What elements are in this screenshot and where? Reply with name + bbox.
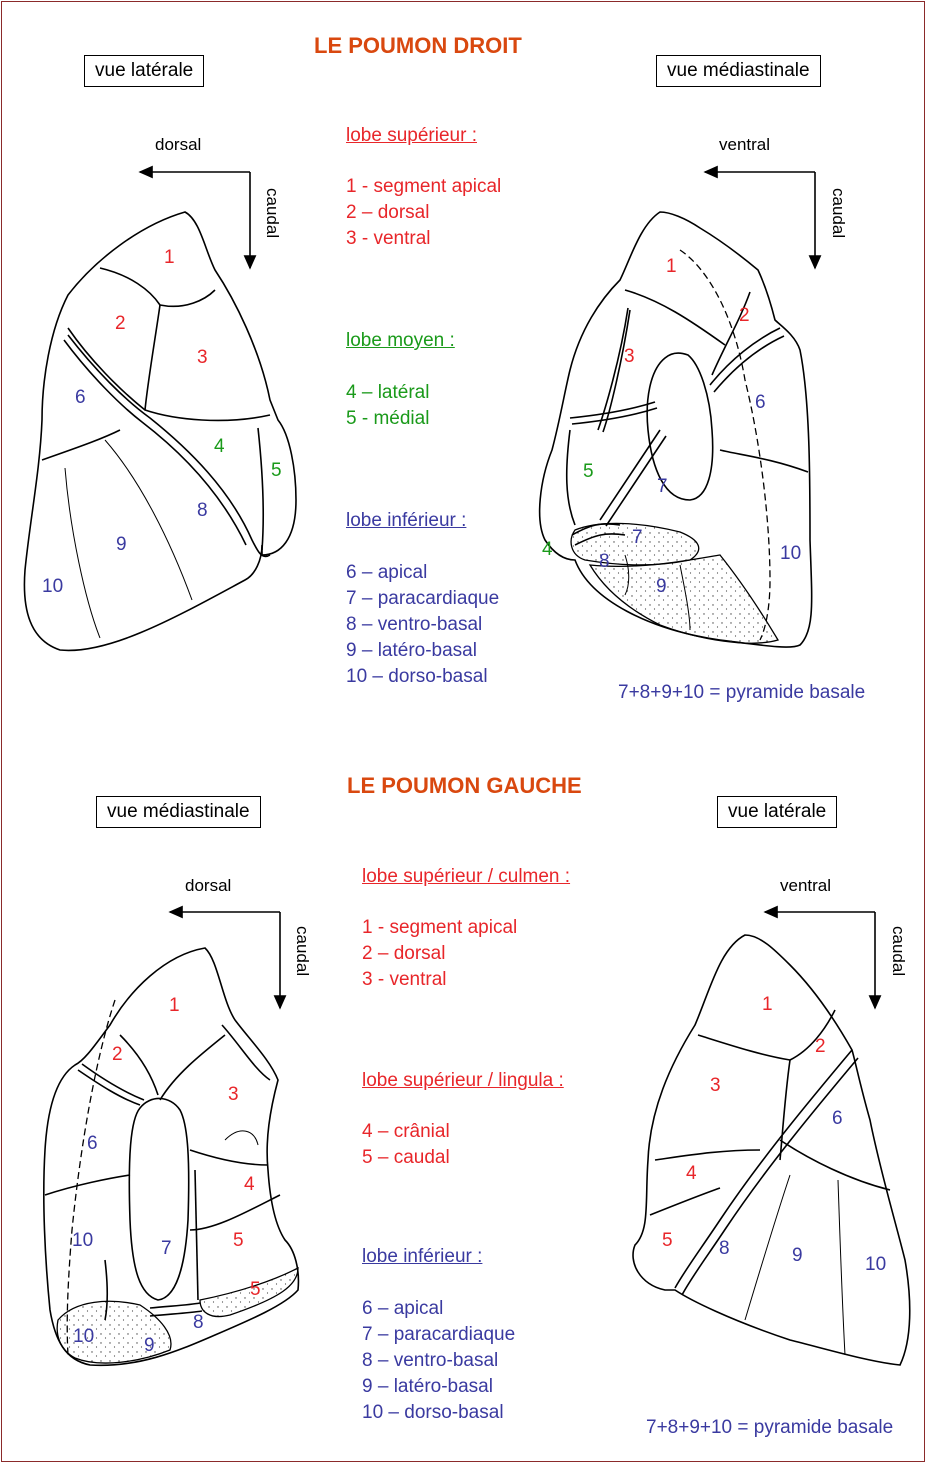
right-lower-lobe-header: lobe inférieur : bbox=[346, 508, 466, 534]
left-pyramid-note: 7+8+9+10 = pyramide basale bbox=[646, 1415, 893, 1441]
left-lateral-ventral-label: ventral bbox=[780, 876, 831, 896]
left-lingula-item-2: 5 – caudal bbox=[362, 1145, 450, 1171]
right-upper-item-2: 2 – dorsal bbox=[346, 200, 429, 226]
segment-label: 2 bbox=[115, 313, 126, 335]
segment-label: 10 bbox=[72, 1230, 93, 1252]
segment-label: 1 bbox=[164, 247, 175, 269]
left-mediastinal-dorsal-label: dorsal bbox=[185, 876, 231, 896]
segment-label: 3 bbox=[710, 1075, 721, 1097]
left-mediastinal-caudal-label: caudal bbox=[292, 926, 312, 976]
segment-label: 10 bbox=[42, 576, 63, 598]
segment-label: 4 bbox=[686, 1163, 697, 1185]
segment-label: 6 bbox=[75, 387, 86, 409]
right-middle-lobe-header: lobe moyen : bbox=[346, 328, 455, 354]
segment-label: 8 bbox=[193, 1312, 204, 1334]
left-lower-item-1: 6 – apical bbox=[362, 1296, 443, 1322]
segment-label: 10 bbox=[865, 1254, 886, 1276]
right-lung-lateral-view-label: vue latérale bbox=[84, 55, 204, 87]
right-lung-mediastinal-view-label: vue médiastinale bbox=[656, 55, 821, 87]
segment-label: 5 bbox=[583, 461, 594, 483]
left-culmen-header: lobe supérieur / culmen : bbox=[362, 864, 570, 890]
segment-label: 3 bbox=[624, 346, 635, 368]
segment-label: 8 bbox=[197, 500, 208, 522]
segment-label: 1 bbox=[666, 256, 677, 278]
left-lower-lobe-header: lobe inférieur : bbox=[362, 1244, 482, 1270]
segment-label: 9 bbox=[656, 576, 667, 598]
segment-label: 6 bbox=[755, 392, 766, 414]
segment-label: 9 bbox=[116, 534, 127, 556]
left-culmen-item-2: 2 – dorsal bbox=[362, 941, 445, 967]
segment-label: 6 bbox=[87, 1133, 98, 1155]
segment-label: 4 bbox=[244, 1174, 255, 1196]
right-lower-item-2: 7 – paracardiaque bbox=[346, 586, 499, 612]
segment-label: 5 bbox=[233, 1230, 244, 1252]
segment-label: 5 bbox=[662, 1230, 673, 1252]
right-lateral-caudal-label: caudal bbox=[262, 188, 282, 238]
segment-label: 2 bbox=[739, 305, 750, 327]
left-lung-lateral-view-label: vue latérale bbox=[717, 796, 837, 828]
left-lower-item-2: 7 – paracardiaque bbox=[362, 1322, 515, 1348]
right-lower-item-5: 10 – dorso-basal bbox=[346, 664, 488, 690]
right-lower-item-1: 6 – apical bbox=[346, 560, 427, 586]
right-middle-item-1: 4 – latéral bbox=[346, 380, 429, 406]
left-culmen-item-1: 1 - segment apical bbox=[362, 915, 517, 941]
segment-label: 1 bbox=[762, 994, 773, 1016]
left-lingula-item-1: 4 – crânial bbox=[362, 1119, 450, 1145]
left-lateral-caudal-label: caudal bbox=[888, 926, 908, 976]
left-culmen-item-3: 3 - ventral bbox=[362, 967, 446, 993]
segment-label: 1 bbox=[169, 995, 180, 1017]
left-lung-mediastinal-view-label: vue médiastinale bbox=[96, 796, 261, 828]
segment-label: 6 bbox=[832, 1108, 843, 1130]
right-middle-item-2: 5 - médial bbox=[346, 406, 429, 432]
left-lingula-header: lobe supérieur / lingula : bbox=[362, 1068, 564, 1094]
right-lower-item-3: 8 – ventro-basal bbox=[346, 612, 482, 638]
segment-label: 7 bbox=[161, 1238, 172, 1260]
segment-label: 8 bbox=[719, 1238, 730, 1260]
right-lung-lateral-drawing bbox=[24, 212, 296, 650]
segment-label: 3 bbox=[197, 347, 208, 369]
segment-label: 4 bbox=[542, 539, 553, 561]
right-lower-item-4: 9 – latéro-basal bbox=[346, 638, 477, 664]
segment-label: 10 bbox=[780, 543, 801, 565]
left-lower-item-4: 9 – latéro-basal bbox=[362, 1374, 493, 1400]
segment-label: 10 bbox=[73, 1326, 94, 1348]
segment-label: 4 bbox=[214, 436, 225, 458]
segment-label: 7 bbox=[657, 476, 668, 498]
segment-label: 2 bbox=[815, 1036, 826, 1058]
right-upper-item-1: 1 - segment apical bbox=[346, 174, 501, 200]
right-upper-lobe-header: lobe supérieur : bbox=[346, 123, 477, 149]
right-lateral-dorsal-label: dorsal bbox=[155, 135, 201, 155]
right-upper-item-3: 3 - ventral bbox=[346, 226, 430, 252]
right-pyramid-note: 7+8+9+10 = pyramide basale bbox=[618, 680, 865, 706]
segment-label: 5 bbox=[271, 460, 282, 482]
left-lung-title: LE POUMON GAUCHE bbox=[347, 773, 582, 799]
left-lower-item-3: 8 – ventro-basal bbox=[362, 1348, 498, 1374]
right-lung-title: LE POUMON DROIT bbox=[314, 33, 522, 59]
segment-label: 9 bbox=[792, 1245, 803, 1267]
segment-label: 2 bbox=[112, 1044, 123, 1066]
segment-label: 9 bbox=[144, 1335, 155, 1357]
left-lower-item-5: 10 – dorso-basal bbox=[362, 1400, 504, 1426]
right-mediastinal-ventral-label: ventral bbox=[719, 135, 770, 155]
segment-label: 7 bbox=[632, 527, 643, 549]
segment-label: 5 bbox=[250, 1279, 261, 1301]
right-mediastinal-caudal-label: caudal bbox=[828, 188, 848, 238]
segment-label: 8 bbox=[599, 551, 610, 573]
segment-label: 3 bbox=[228, 1084, 239, 1106]
